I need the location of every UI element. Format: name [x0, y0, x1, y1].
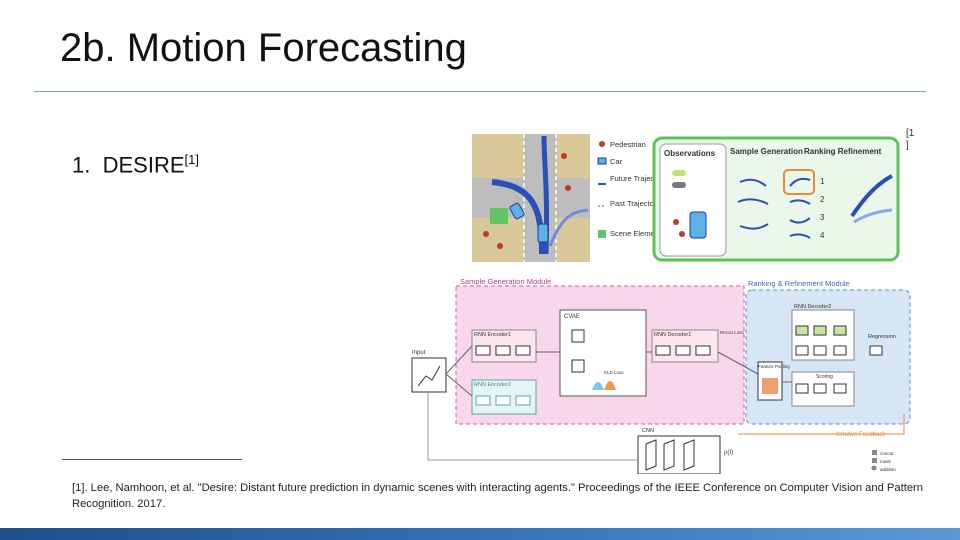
pipeline-panel: Observations Sample Generation Ranking R… [652, 136, 900, 262]
svg-text:Scoring: Scoring [816, 374, 833, 380]
scene-map [472, 134, 590, 262]
svg-text:3: 3 [820, 213, 825, 222]
svg-text:4: 4 [820, 231, 825, 240]
svg-text:mask: mask [880, 459, 892, 464]
svg-text:RNN Decoder2: RNN Decoder2 [794, 304, 831, 310]
svg-text:KLD Loss: KLD Loss [604, 370, 624, 375]
bullet-item-desire: 1. DESIRE[1] [72, 152, 199, 178]
slide-title: 2b. Motion Forecasting [60, 26, 467, 70]
svg-text:1: 1 [820, 177, 825, 186]
svg-text:Feature Pooling: Feature Pooling [758, 364, 790, 369]
legend-future: Future Trajectory [610, 174, 667, 183]
arch-legend: concat mask addition [871, 450, 896, 472]
obs-label: Observations [664, 149, 716, 158]
svg-text:Input: Input [412, 350, 426, 356]
svg-text:RNN Decoder1: RNN Decoder1 [654, 332, 691, 338]
map-legend: Pedestrian Car Future Trajectory Past Tr… [597, 140, 667, 238]
svg-text:Ranking & Refinement Module: Ranking & Refinement Module [748, 279, 850, 288]
bullet-text: DESIRE [102, 152, 185, 178]
legend-car: Car [610, 157, 623, 166]
svg-text:Iterative Feedback: Iterative Feedback [836, 432, 886, 438]
legend-scene: Scene Elements [610, 229, 665, 238]
bottom-accent-bar [0, 528, 960, 540]
svg-text:Sample Generation Module: Sample Generation Module [460, 277, 551, 286]
svg-text:2: 2 [820, 195, 825, 204]
footnote-divider [62, 459, 242, 460]
bullet-number: 1. [72, 152, 91, 178]
ranking-label: Ranking Refinement [804, 147, 882, 156]
svg-text:Regression: Regression [868, 334, 896, 340]
svg-text:CNN: CNN [642, 428, 654, 434]
legend-pedestrian: Pedestrian [610, 140, 646, 149]
legend-past: Past Trajectory [610, 199, 660, 208]
svg-text:CVAE: CVAE [564, 314, 580, 320]
title-divider [34, 91, 926, 92]
svg-text:RNN Encoder1: RNN Encoder1 [474, 332, 511, 338]
svg-text:ρ(I): ρ(I) [724, 450, 733, 456]
svg-text:Recon Loss: Recon Loss [720, 330, 745, 335]
side-citation: [1 ] [906, 128, 915, 151]
desire-architecture-figure: Sample Generation Module Ranking & Refin… [411, 277, 911, 474]
footnote-citation: [1]. Lee, Namhoon, et al. "Desire: Dista… [72, 482, 923, 510]
desire-overview-figure: Pedestrian Car Future Trajectory Past Tr… [472, 134, 900, 262]
sample-gen-label: Sample Generation [730, 147, 803, 156]
svg-text:RNN Encoder2: RNN Encoder2 [474, 382, 511, 388]
bullet-ref: [1] [184, 152, 199, 167]
svg-text:concat: concat [880, 451, 894, 456]
svg-text:addition: addition [880, 467, 896, 472]
